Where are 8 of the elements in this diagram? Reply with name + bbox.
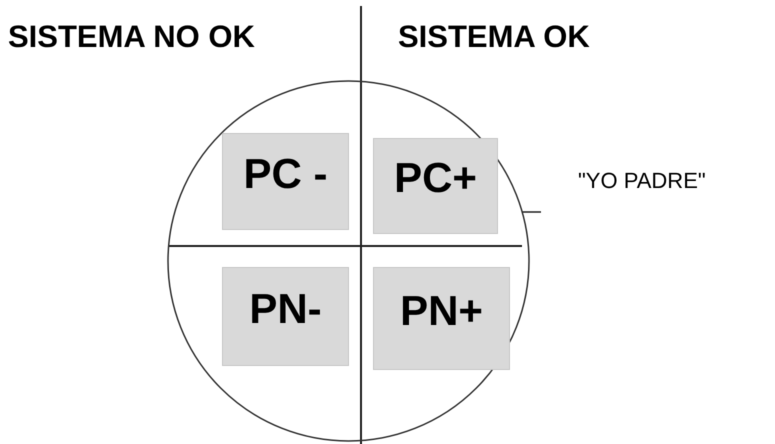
circle-outline (167, 80, 530, 442)
label-box: PN+ (373, 267, 510, 370)
label-box: PC - (222, 133, 349, 230)
label-box: PC+ (373, 138, 498, 234)
heading-label: SISTEMA OK (398, 18, 590, 56)
label-box: PN- (222, 267, 349, 366)
heading-label: SISTEMA NO OK (8, 18, 255, 56)
heading-label: "YO PADRE" (578, 167, 706, 194)
